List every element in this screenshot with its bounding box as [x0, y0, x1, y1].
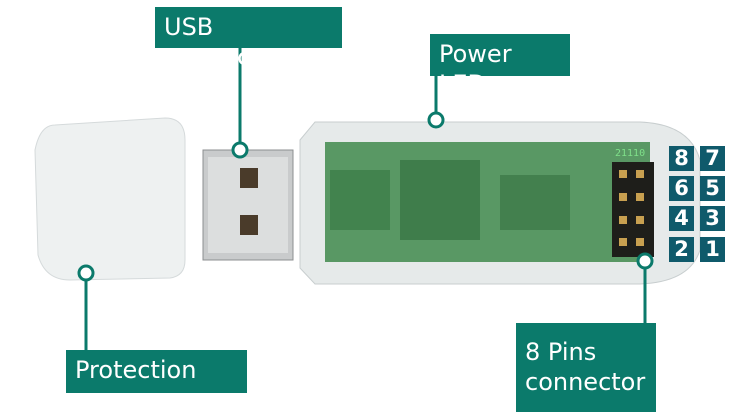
pins-connector-line1: 8 Pins: [525, 338, 597, 366]
power-led-label: Power LED: [430, 34, 570, 98]
pin-label-7: 7: [700, 146, 725, 171]
pin-label-3: 3: [700, 206, 725, 231]
pins-connector-marker: [636, 252, 654, 270]
protection-cap-marker: [77, 264, 95, 282]
board-text: 21110: [615, 148, 645, 159]
pin-label-6: 6: [669, 176, 694, 201]
pin-label-8: 8: [669, 146, 694, 171]
usb-connector-marker: [231, 141, 249, 159]
pins-connector-label: 8 Pins connector: [516, 323, 656, 412]
pin-label-2: 2: [669, 237, 694, 262]
pin-label-5: 5: [700, 176, 725, 201]
power-led-marker: [427, 111, 445, 129]
usb-connector-label: USB connector: [155, 7, 342, 71]
usb-hole: [240, 168, 258, 188]
usb-hole: [240, 215, 258, 235]
pin-header: [612, 162, 654, 257]
protection-cap-label: Protection cap: [66, 350, 247, 414]
pins-connector-line2: connector: [525, 368, 646, 396]
protection-cap: [34, 117, 186, 281]
pin-label-4: 4: [669, 206, 694, 231]
pin-label-1: 1: [700, 237, 725, 262]
